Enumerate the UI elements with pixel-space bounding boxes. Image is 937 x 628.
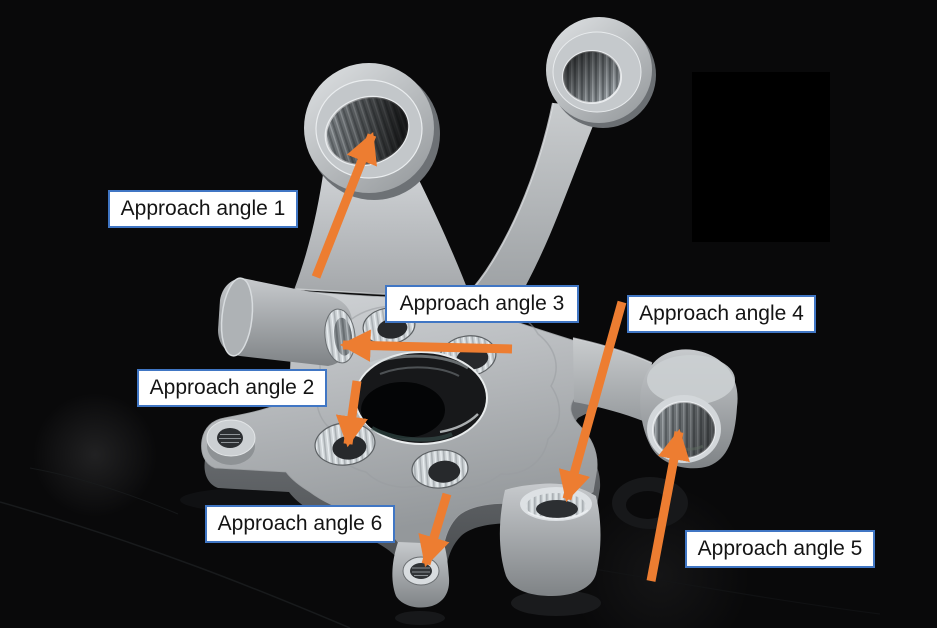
left-cylinder-boss xyxy=(218,277,356,366)
arrow-approach-angle-1 xyxy=(311,131,377,279)
arrow-approach-angle-3 xyxy=(339,329,513,362)
arrow-approach-angle-4 xyxy=(558,300,627,503)
wing-threaded-boss xyxy=(206,419,256,465)
label-approach-angle-6: Approach angle 6 xyxy=(205,505,395,543)
arrow-approach-angle-6 xyxy=(418,492,452,568)
upper-left-arm xyxy=(294,168,471,298)
label-approach-angle-5: Approach angle 5 xyxy=(685,530,875,568)
bottom-lug-boss xyxy=(499,483,601,596)
label-approach-angle-4: Approach angle 4 xyxy=(627,295,816,333)
annotation-arrows xyxy=(311,131,690,582)
arrow-approach-angle-2 xyxy=(335,380,368,448)
label-approach-angle-2: Approach angle 2 xyxy=(137,369,327,407)
table-scratch xyxy=(0,501,351,628)
threaded-hole xyxy=(410,563,432,579)
table-sheen-spot xyxy=(33,393,157,517)
central-bore xyxy=(354,351,488,445)
arrow-approach-angle-5 xyxy=(646,428,690,582)
upper-left-ring-boss xyxy=(304,63,440,200)
label-approach-angle-1: Approach angle 1 xyxy=(108,190,298,228)
redaction-box xyxy=(692,72,830,242)
bottom-threaded-tab xyxy=(392,542,450,608)
ring-bore xyxy=(324,95,410,167)
label-approach-angle-3: Approach angle 3 xyxy=(385,285,579,323)
upper-right-ring-boss xyxy=(546,17,656,128)
